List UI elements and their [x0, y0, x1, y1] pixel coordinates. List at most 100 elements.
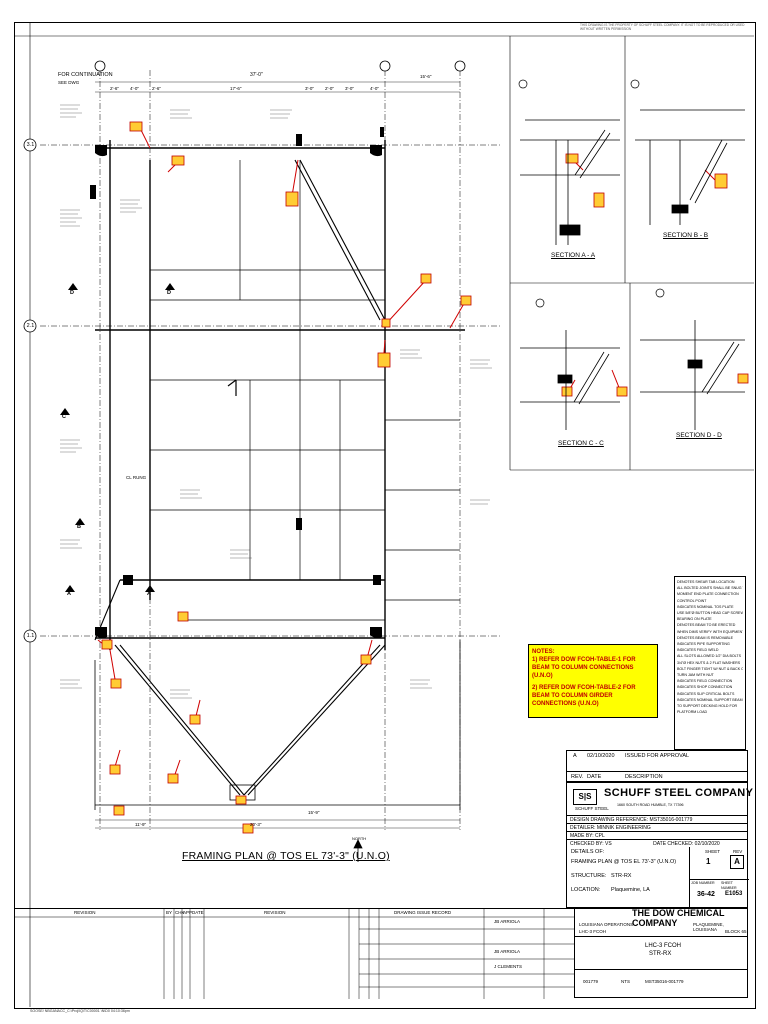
grid-label-2-1: 2.1	[26, 323, 35, 329]
legend-row: DENOTES SHEAR TAB LOCATION	[677, 580, 735, 584]
client-name: THE DOW CHEMICAL COMPANY	[632, 908, 725, 928]
top-notice: THIS DRAWING IS THE PROPERTY OF SCHUFF S…	[580, 23, 745, 31]
section-mark-d-right: D	[167, 290, 171, 296]
section-mark-a-right: A	[147, 591, 151, 597]
client-ops: LOUISIANA OPERATIONS	[579, 922, 634, 927]
col-revision: REVISION	[74, 910, 96, 915]
legend-row: TO SUPPORT DECKING HOLD FOR	[677, 704, 738, 709]
title-block: S|S SCHUFF STEEL 1660 SOUTH ROAD HUMBLE,…	[566, 782, 749, 909]
notes-box: NOTES: 1) REFER DOW FCOH-TABLE-1 FOR BEA…	[528, 644, 658, 718]
legend-row: 3/4"Ø HEX NUTS & 2 FLAT WASHERS	[677, 660, 741, 665]
location-label: LOCATION:	[571, 887, 601, 893]
legend-row: MOMENT END PLATE CONNECTION	[677, 592, 739, 597]
drawn-by: JB ARRIOLA	[494, 919, 521, 924]
notes-heading: NOTES:	[532, 649, 555, 655]
client-dwg-no: MST35016-001779	[645, 979, 684, 984]
legend-row: PLATFORM LOAD	[677, 710, 708, 715]
checked-name: JB ARRIOLA	[494, 949, 521, 954]
made-by: MADE BY: CPL	[567, 831, 747, 840]
date-header: DATE	[587, 774, 602, 780]
legend-row: INDICATES NOMINAL SUPPORT BEAM	[677, 697, 743, 702]
issue-record: DRAWING ISSUE RECORD	[394, 910, 452, 915]
drawing-sheet	[14, 22, 756, 1009]
rev-label: REV	[733, 849, 743, 854]
top-dim-5: 3'-0"	[305, 86, 314, 91]
client-city: PLAQUEMINE, LOUISIANA	[693, 922, 724, 932]
section-d-title: SECTION D - D	[676, 432, 722, 439]
bottom-dim-2: 20'-3"	[250, 822, 262, 827]
legend-row: DENOTES BEAM IS REMOVABLE	[677, 635, 734, 640]
top-dim-2: 4'-0"	[130, 86, 139, 91]
schuff-logo: S|S	[573, 789, 597, 805]
col-chk: CHK	[175, 910, 185, 915]
col-app: APP	[183, 910, 193, 915]
date-checked: DATE CHECKED: 02/10/2020	[653, 841, 720, 847]
client-line-1: LHC-3 FCOH	[645, 943, 682, 949]
company-address: 1660 SOUTH ROAD HUMBLE, TX 77396	[617, 803, 684, 807]
legend-row: INDICATES PIPE SUPPORTING	[677, 642, 730, 647]
legend-row: DENOTES BEAM TO BE ERECTED	[677, 623, 736, 628]
rev-description: ISSUED FOR APPROVAL	[625, 753, 690, 759]
structure-label: STRUCTURE:	[571, 873, 607, 879]
bottom-dim-1: 11'-9"	[135, 822, 147, 827]
legend-row: BEARING ON PLATE	[677, 617, 712, 622]
revision-table-grid	[14, 909, 574, 999]
section-mark-b: B	[77, 524, 81, 530]
section-mark-c: C	[62, 414, 66, 420]
description-header: DESCRIPTION	[625, 774, 663, 780]
note-1: 1) REFER DOW FCOH-TABLE-1 FOR BEAM TO CO…	[532, 657, 636, 679]
client-block: LOUISIANA OPERATIONS PLAQUEMINE, LOUISIA…	[574, 908, 748, 998]
legend-row: ALL BOLTED JOINTS SHALL BE SNUG TIGHT (U…	[677, 586, 743, 591]
bottom-dim-3: 15'-9"	[308, 810, 320, 815]
see-dwg-label: SEE DWG	[58, 80, 80, 85]
top-dim-8: 4'-0"	[370, 86, 379, 91]
legend-row: WHEN DIMS VERIFY WITH EQUIPMENT	[677, 629, 743, 634]
section-b-title: SECTION B - B	[663, 232, 709, 239]
client-code: 001779	[583, 979, 599, 984]
top-dim-7: 3'-0"	[345, 86, 354, 91]
client-scale: NTS	[621, 979, 630, 984]
section-c-title: SECTION C - C	[558, 440, 604, 447]
design-ref: DESIGN DRAWING REFERENCE: MST35016-00177…	[567, 815, 747, 824]
legend-row: INDICATES FIELD CONNECTION	[677, 679, 733, 684]
rev-triangle-value: A	[730, 855, 744, 869]
section-mark-a-left: A	[67, 591, 71, 597]
job-number: 36-42	[697, 891, 715, 898]
approved-name: J CLEMENTS	[494, 964, 523, 969]
sheet-number-label: SHEET NUMBER	[721, 881, 737, 890]
job-number-label: JOB NUMBER	[691, 881, 715, 885]
structure-value: STR-RX	[611, 873, 632, 879]
rev-header: REV.	[571, 774, 584, 780]
note-2: 2) REFER DOW FCOH-TABLE-2 FOR BEAM TO CO…	[532, 685, 636, 707]
sheet-number: E1053	[725, 891, 743, 897]
client-unit: LHC-3 FCOH	[579, 929, 607, 934]
sheet-label: SHEET	[705, 849, 721, 854]
details-of: FRAMING PLAN @ TOS EL 73'-3" (U.N.O)	[571, 859, 677, 865]
grid-label-1-1: 1.1	[26, 633, 35, 639]
legend-row: INDICATES SLIP CRITICAL BOLTS	[677, 691, 735, 696]
details-of-label: DETAILS OF:	[571, 849, 605, 855]
rev-value: A	[573, 753, 577, 759]
plan-title: FRAMING PLAN @ TOS EL 73'-3" (U.N.O)	[182, 850, 390, 862]
top-dim-3: 2'-6"	[152, 86, 161, 91]
top-dim-9: 15'-6"	[420, 74, 432, 79]
client-line-2: STR-RX	[649, 951, 672, 957]
legend-row: CONTROL POINT	[677, 598, 707, 603]
grid-label-3-1: 3.1	[26, 142, 35, 148]
north-label: NORTH	[352, 836, 367, 841]
col-by: BY	[166, 910, 173, 915]
col-date: DATE	[192, 910, 204, 915]
detailer: DETAILER: MINNIK ENGINEERING	[567, 823, 747, 832]
for-continuation-label: FOR CONTINUATION	[58, 72, 113, 78]
legend: DENOTES SHEAR TAB LOCATION ALL BOLTED JOI…	[674, 576, 746, 750]
revision-table: REVISION BY CHK APP DATE REVISION DRAWIN…	[14, 908, 574, 999]
company-name: SCHUFF STEEL COMPANY	[604, 787, 754, 799]
col-revision-2: REVISION	[264, 910, 286, 915]
client-block-number: BLOCK 65	[725, 929, 747, 934]
top-dim-6: 2'-0"	[325, 86, 334, 91]
section-mark-d-left: D	[70, 290, 74, 296]
revision-block: A 02/10/2020 ISSUED FOR APPROVAL REV. DA…	[566, 750, 748, 782]
top-dim-1: 2'-6"	[110, 86, 119, 91]
legend-row: TURN JAM WITH NUT	[677, 673, 714, 678]
